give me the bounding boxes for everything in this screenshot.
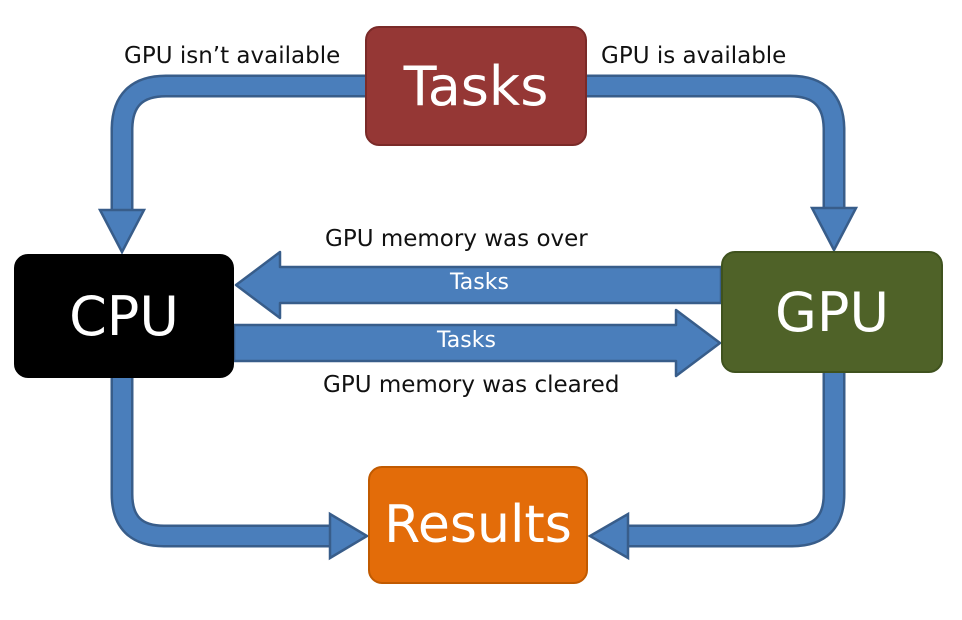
gpu-node: GPU xyxy=(721,251,943,373)
cpu-node-label: CPU xyxy=(69,284,179,348)
memory-over-label: GPU memory was over xyxy=(325,226,588,252)
arrow-gpu-to-cpu xyxy=(234,250,723,320)
cpu-node: CPU xyxy=(14,254,234,378)
gpu-unavailable-label: GPU isn’t available xyxy=(124,43,341,69)
tasks-node-label: Tasks xyxy=(403,54,549,118)
arrow-cpu-to-gpu xyxy=(232,308,722,378)
arrow-cpu-to-results xyxy=(110,378,370,561)
results-node: Results xyxy=(368,466,588,584)
results-node-label: Results xyxy=(384,495,572,555)
memory-cleared-label: GPU memory was cleared xyxy=(323,372,620,398)
memory-cleared-payload-label: Tasks xyxy=(437,328,496,353)
gpu-node-label: GPU xyxy=(775,280,889,344)
arrow-tasks-to-cpu xyxy=(97,74,366,255)
tasks-node: Tasks xyxy=(365,26,587,146)
arrow-tasks-to-gpu xyxy=(587,74,859,253)
arrow-gpu-to-results xyxy=(587,373,846,561)
memory-over-payload-label: Tasks xyxy=(450,270,509,295)
gpu-available-label: GPU is available xyxy=(601,43,787,69)
